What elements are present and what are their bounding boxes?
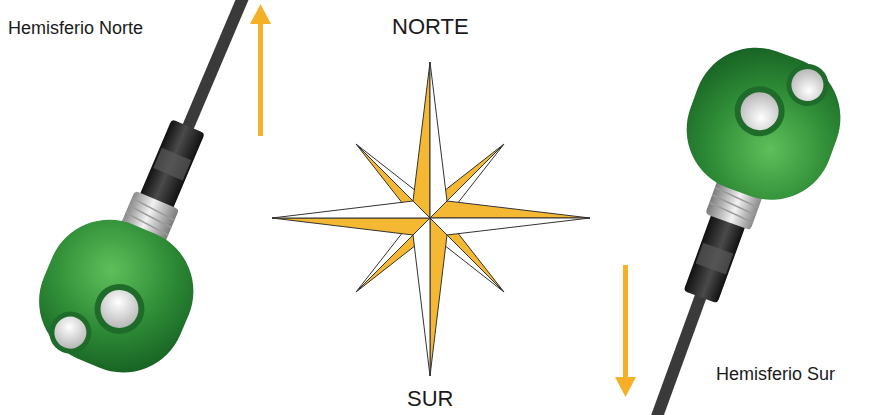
compass-label: NORTE bbox=[392, 14, 469, 40]
hemisphere-label: Hemisferio Sur bbox=[716, 364, 835, 386]
hemisphere-label: Hemisferio Norte bbox=[8, 18, 143, 40]
compass-label: SUR bbox=[407, 386, 453, 412]
